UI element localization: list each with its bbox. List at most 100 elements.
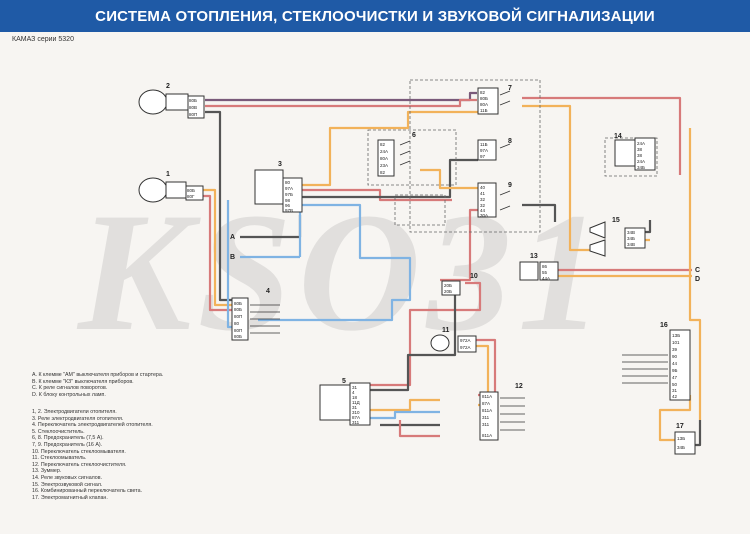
pin-label: 32 xyxy=(480,203,486,208)
pin-label: 98 xyxy=(285,198,291,203)
relay-14-body xyxy=(614,139,636,167)
connector-11 xyxy=(457,335,477,353)
wire-red-top xyxy=(205,98,477,108)
pin-label: 34Б xyxy=(677,445,685,450)
pin-label: 41 xyxy=(480,191,486,196)
pin-label: 80Б xyxy=(189,98,197,103)
pin-label: 34В xyxy=(627,230,635,235)
connector-16 xyxy=(669,329,691,401)
connector-14 xyxy=(634,137,656,171)
terminal-d: D xyxy=(695,276,700,283)
pin-label: 811А xyxy=(482,394,492,399)
wire-gray-motor2 xyxy=(205,110,232,302)
label-15: 15 xyxy=(612,217,620,224)
wire-orange-sw12 xyxy=(370,398,440,412)
wire-blue-relay3 xyxy=(258,203,412,322)
wire-blue-sw12 xyxy=(370,410,440,420)
pin-label: 101 xyxy=(672,340,680,345)
terminals-legend: А. К клемме "АМ" выключателя приборов и … xyxy=(32,372,163,398)
relay14-outline xyxy=(604,137,658,177)
pin-label: 87А xyxy=(482,401,490,406)
pin-label: 1ЗБ xyxy=(672,333,680,338)
pin-label: 811А xyxy=(482,433,492,438)
wire-orange-fuse9 xyxy=(420,168,478,190)
label-17: 17 xyxy=(676,423,684,430)
motor-2-housing xyxy=(165,93,189,111)
pin-label: 1ЗБ xyxy=(677,436,685,441)
terminal-b: B xyxy=(230,254,235,261)
legend-item: 13. Зуммер. xyxy=(32,468,62,475)
fuse6-outline xyxy=(367,129,457,186)
pin-label: 24А xyxy=(380,149,388,154)
fuse-7-contacts xyxy=(499,90,511,106)
legend-item: 10. Переключатель стеклоомывателя. xyxy=(32,448,126,455)
pin-label: 97А xyxy=(480,148,488,153)
pin-label: 97В xyxy=(285,208,293,213)
pin-label: 82 xyxy=(480,90,486,95)
label-1: 1 xyxy=(166,171,170,178)
legend-item: 6, 8. Предохранитель (7,5 А). xyxy=(32,435,104,442)
pin-label: 811А xyxy=(482,408,492,413)
connector-3 xyxy=(282,177,303,213)
label-5: 5 xyxy=(342,378,346,385)
wire-orange-17 xyxy=(658,395,692,442)
pin-label: 80В xyxy=(189,105,197,110)
pin-label: 80Г xyxy=(187,194,195,199)
connector-2 xyxy=(187,95,205,119)
pin-label: 40 xyxy=(480,185,486,190)
pin-label: 86 xyxy=(542,264,548,269)
wire-gray-relay3 xyxy=(302,158,478,199)
legend-item: 17. Электромагнитный клапан. xyxy=(32,494,108,501)
legend-item: 15. Электрозвуковой сигнал. xyxy=(32,481,103,488)
label-7: 7 xyxy=(508,85,512,92)
washer-motor-11 xyxy=(430,334,450,352)
connector-1 xyxy=(185,185,204,201)
pin-label: 80А xyxy=(380,156,388,161)
pin-label: 47 xyxy=(672,375,678,380)
connector-4 xyxy=(231,297,249,341)
wire-red-relay3 xyxy=(302,188,452,202)
pin-label: 311 xyxy=(482,415,490,420)
pin-label: 80Б xyxy=(234,307,242,312)
pin-label: 38 xyxy=(637,153,643,158)
label-3: 3 xyxy=(278,161,282,168)
connector-17 xyxy=(674,431,696,455)
wiper-5-body xyxy=(319,384,351,421)
connector-12 xyxy=(479,391,499,441)
wire-a xyxy=(240,215,302,239)
legend-item: 5. Стеклоочиститель. xyxy=(32,428,85,435)
legend-terminal-c: С. К реле сигналов поворотов. xyxy=(32,385,108,392)
pin-label: 50 xyxy=(672,382,678,387)
pin-label: 44А xyxy=(542,276,550,281)
pin-label: 97 xyxy=(480,154,486,159)
fuse-9-contacts xyxy=(499,190,511,211)
relay-3-body xyxy=(254,169,284,205)
label-4: 4 xyxy=(266,288,270,295)
pin-label: 34В xyxy=(627,242,635,247)
buzzer-13 xyxy=(519,261,539,281)
label-14: 14 xyxy=(614,133,622,140)
pin-label: 80 xyxy=(285,180,291,185)
pin-label: 90 xyxy=(672,354,678,359)
terminal-a: A xyxy=(230,234,235,241)
legend-item: 11. Стеклоомыватель. xyxy=(32,455,87,462)
wire-blue-left xyxy=(226,200,232,329)
pin-label: 97А xyxy=(285,186,293,191)
pin-label: 24А xyxy=(637,159,645,164)
wire-gray-fuse9 xyxy=(522,203,557,222)
diagram-subtitle: КАМАЗ серии 5320 xyxy=(12,36,74,43)
label-10: 10 xyxy=(470,273,478,280)
pin-label: 80П xyxy=(234,314,242,319)
pin-label: 82 xyxy=(380,170,386,175)
label-13: 13 xyxy=(530,253,538,260)
motor-1-body xyxy=(138,177,168,203)
fuse-6-contacts xyxy=(399,140,411,166)
wire-orange-right-long xyxy=(688,128,702,420)
pin-label: 97Б xyxy=(285,192,293,197)
label-12: 12 xyxy=(515,383,523,390)
legend-terminal-d: D. К блоку контрольных ламп. xyxy=(32,391,106,398)
pin-label: 30А xyxy=(480,213,488,218)
pin-label: 87А xyxy=(352,415,360,420)
horn-15b xyxy=(589,239,606,257)
